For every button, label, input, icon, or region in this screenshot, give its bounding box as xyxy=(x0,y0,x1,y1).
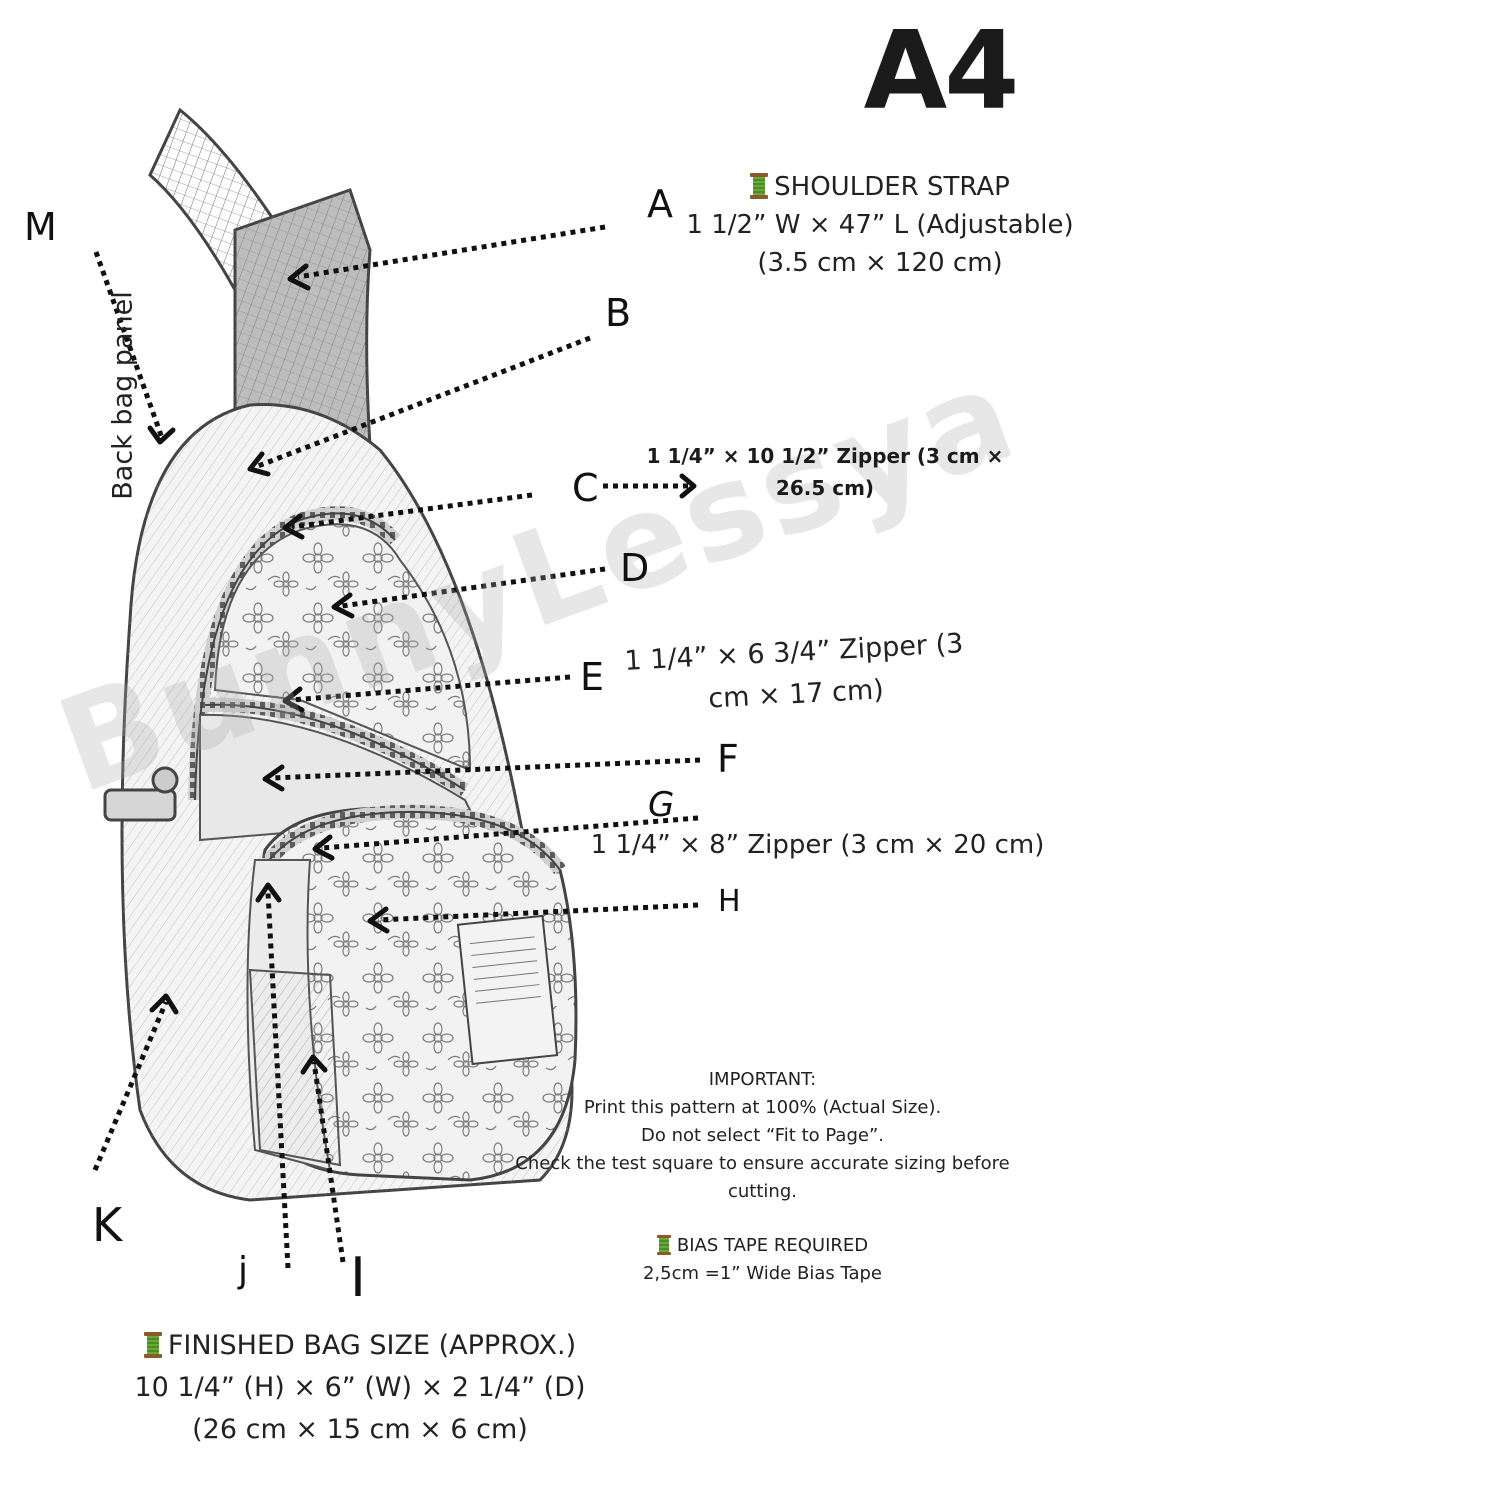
label-c: C xyxy=(572,466,599,510)
important-heading: IMPORTANT: xyxy=(708,1069,817,1090)
bias-tape-note: BIAS TAPE REQUIRED 2,5cm =1” Wide Bias T… xyxy=(560,1232,965,1288)
important-line3: Check the test square to ensure accurate… xyxy=(515,1153,1010,1202)
finished-size-line1: 10 1/4” (H) × 6” (W) × 2 1/4” (D) xyxy=(134,1372,586,1403)
label-h: H xyxy=(718,884,741,919)
important-line1: Print this pattern at 100% (Actual Size)… xyxy=(583,1097,942,1118)
important-line2: Do not select “Fit to Page”. xyxy=(640,1125,884,1146)
paper-size-title: A4 xyxy=(863,9,1020,134)
label-g: G xyxy=(648,785,675,825)
zipper-c-spec: 1 1/4” × 10 1/2” Zipper (3 cm × 26.5 cm) xyxy=(646,444,1004,500)
thread-spool-icon xyxy=(656,1235,671,1255)
label-b: B xyxy=(605,291,632,335)
bias-tape-title-text: BIAS TAPE REQUIRED xyxy=(676,1235,869,1256)
finished-size-spec: FINISHED BAG SIZE (APPROX.) 10 1/4” (H) … xyxy=(110,1325,610,1451)
bias-tape-title: BIAS TAPE REQUIRED xyxy=(560,1232,965,1260)
finished-size-line2: (26 cm × 15 cm × 6 cm) xyxy=(192,1414,528,1445)
label-d: D xyxy=(620,546,650,590)
shoulder-strap-line1: 1 1/2” W × 47” L (Adjustable) xyxy=(686,210,1074,240)
bias-tape-detail: 2,5cm =1” Wide Bias Tape xyxy=(642,1263,882,1284)
thread-spool-icon xyxy=(143,1332,162,1358)
important-note: IMPORTANT: Print this pattern at 100% (A… xyxy=(505,1066,1020,1206)
label-i: I xyxy=(350,1246,366,1309)
finished-size-title-text: FINISHED BAG SIZE (APPROX.) xyxy=(167,1330,577,1361)
shoulder-strap-line2: (3.5 cm × 120 cm) xyxy=(757,248,1003,278)
zipper-e-spec: 1 1/4” × 6 3/4” Zipper (3 cm × 17 cm) xyxy=(623,628,964,715)
label-e: E xyxy=(580,655,605,699)
zipper-g-spec: 1 1/4” × 8” Zipper (3 cm × 20 cm) xyxy=(590,830,1045,860)
back-bag-panel-label: Back bag panel xyxy=(107,291,139,500)
label-j: j xyxy=(238,1250,249,1291)
label-k: K xyxy=(92,1198,123,1252)
thread-spool-icon xyxy=(750,173,769,199)
finished-size-title: FINISHED BAG SIZE (APPROX.) xyxy=(110,1325,610,1367)
label-m: M xyxy=(24,205,57,249)
label-f: F xyxy=(717,737,739,781)
shoulder-strap-title: SHOULDER STRAP xyxy=(680,168,1080,206)
label-a: A xyxy=(647,182,673,226)
shoulder-strap-spec: SHOULDER STRAP 1 1/2” W × 47” L (Adjusta… xyxy=(680,168,1080,282)
shoulder-strap-title-text: SHOULDER STRAP xyxy=(774,172,1010,202)
